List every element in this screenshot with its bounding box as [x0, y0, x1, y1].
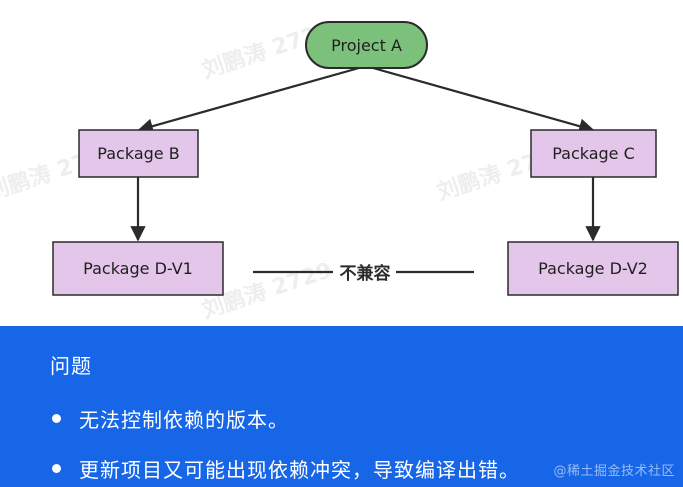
node-project-a-label: Project A: [331, 36, 402, 55]
bullet-text: 无法控制依赖的版本。: [79, 408, 289, 432]
node-package-d-v1-label: Package D-V1: [83, 259, 193, 278]
bullet-icon: [52, 464, 61, 473]
node-package-d-v2-label: Package D-V2: [538, 259, 648, 278]
edge-project-a-to-package-c: [365, 64, 595, 134]
incompatible-label: 不兼容: [340, 263, 391, 284]
node-package-c: Package C: [530, 129, 657, 178]
node-package-d-v1: Package D-V1: [52, 241, 224, 296]
edge-project-a-to-package-b: [137, 64, 367, 134]
bullet-icon: [52, 414, 61, 423]
node-package-d-v2: Package D-V2: [507, 241, 679, 296]
dependency-diagram: 刘鹏涛 2729 刘鹏涛 2729 刘鹏涛 2729 刘鹏涛 2729 不兼容 …: [0, 17, 679, 324]
list-item: 更新项目又可能出现依赖冲突，导致编译出错。: [52, 454, 520, 483]
node-package-b-label: Package B: [97, 144, 179, 163]
list-item: 无法控制依赖的版本。: [52, 404, 289, 433]
node-package-c-label: Package C: [552, 144, 635, 163]
node-package-b: Package B: [78, 129, 199, 178]
problem-panel: 问题 无法控制依赖的版本。 更新项目又可能出现依赖冲突，导致编译出错。 @稀土掘…: [0, 326, 683, 487]
node-project-a: Project A: [305, 21, 428, 69]
panel-title: 问题: [50, 354, 92, 378]
bullet-text: 更新项目又可能出现依赖冲突，导致编译出错。: [79, 458, 520, 482]
site-watermark: @稀土掘金技术社区: [553, 464, 675, 479]
